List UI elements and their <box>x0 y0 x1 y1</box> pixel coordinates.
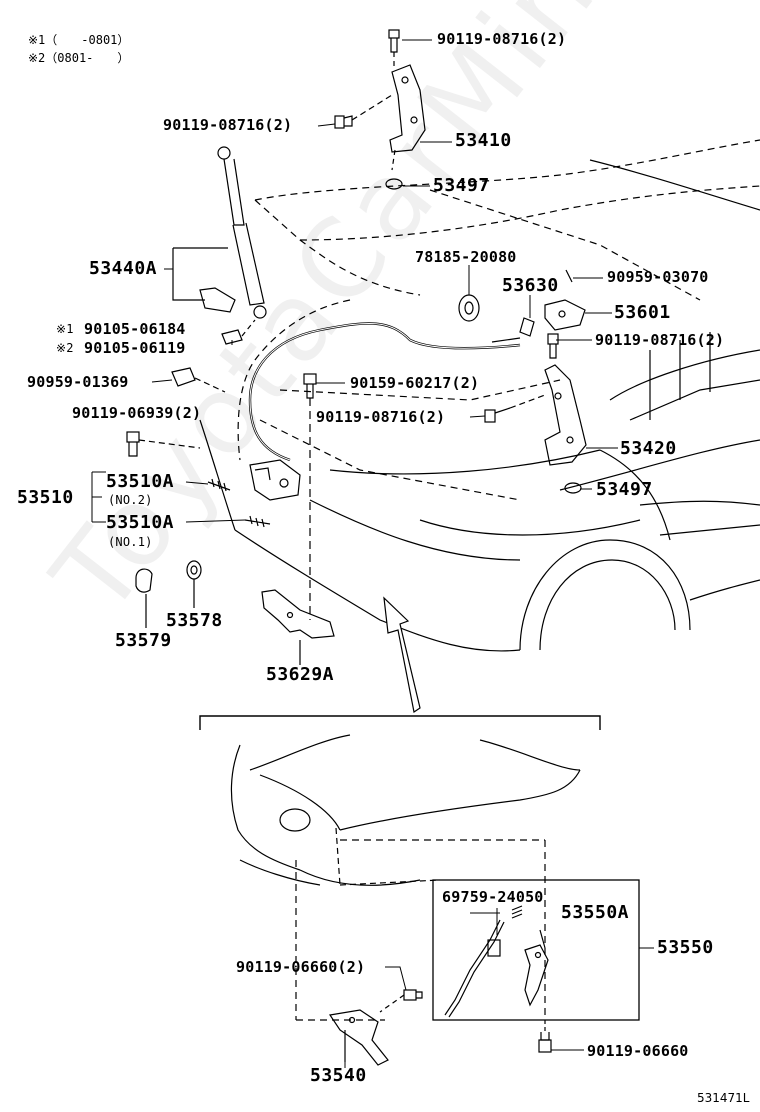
mark-2: ※2 <box>56 341 74 355</box>
hood-hinge-53420 <box>544 364 587 466</box>
grommet-53579 <box>135 568 153 593</box>
view-arrow <box>383 596 421 713</box>
label-69759-24050: 69759-24050 <box>442 888 544 906</box>
bolt-90105 <box>221 319 256 345</box>
cable-end-53630 <box>491 317 535 343</box>
figure-code: 531471L <box>697 1091 750 1105</box>
lock-53601 <box>544 299 586 331</box>
bracket-53540 <box>328 1009 389 1066</box>
label-53579: 53579 <box>115 630 172 651</box>
label-90119-08716-top: 90119-08716(2) <box>437 30 567 48</box>
bolt-90119-08716-left <box>334 94 393 129</box>
label-90105-06119: 90105-06119 <box>84 339 186 357</box>
note-2: ※2（0801- ） <box>28 51 130 65</box>
label-53510A-no1: 53510A <box>106 512 175 533</box>
bolt-90159-60217 <box>303 373 317 620</box>
label-53420: 53420 <box>620 438 677 459</box>
label-53629A: 53629A <box>266 664 335 685</box>
label-78185-20080: 78185-20080 <box>415 248 517 266</box>
label-90119-08716-mid: 90119-08716(2) <box>316 408 446 426</box>
label-90119-06660-2: 90119-06660(2) <box>236 958 366 976</box>
hood-hinge-53410 <box>389 64 426 171</box>
bracket-53629A <box>261 589 335 665</box>
washer-53497-mid <box>564 482 582 494</box>
label-90105-06184: 90105-06184 <box>84 320 186 338</box>
bolt-90119-08716-mid <box>484 394 546 423</box>
label-53510A-no1-note: (NO.1) <box>108 535 153 549</box>
washer-53497-top <box>385 178 403 190</box>
label-53440A: 53440A <box>89 258 158 279</box>
hood-support-53440A <box>172 146 267 319</box>
label-53540: 53540 <box>310 1065 367 1086</box>
bolt-90119-08716-right <box>547 333 559 359</box>
detail-car-outline <box>230 734 581 1021</box>
label-53510A-no2-note: (NO.2) <box>108 493 153 507</box>
label-90959-01369: 90959-01369 <box>27 373 129 391</box>
bolt-90119-06939 <box>126 431 201 457</box>
label-53601: 53601 <box>614 302 671 323</box>
label-53510A-no2: 53510A <box>106 471 175 492</box>
label-90119-06660: 90119-06660 <box>587 1042 689 1060</box>
label-53497-top: 53497 <box>433 175 490 196</box>
label-53510: 53510 <box>17 487 74 508</box>
hood-lock-control-53550 <box>444 905 549 1018</box>
label-53410: 53410 <box>455 130 512 151</box>
leader-lines <box>91 39 654 1068</box>
bolt-90119-06660 <box>538 1020 552 1053</box>
label-90959-03070: 90959-03070 <box>607 268 709 286</box>
label-53550: 53550 <box>657 937 714 958</box>
mark-1: ※1 <box>56 322 74 336</box>
label-53578: 53578 <box>166 610 223 631</box>
bolt-90119-06660-2 <box>379 989 423 1013</box>
detail-bracket-line <box>199 715 601 730</box>
bolt-90119-08716-top <box>388 29 400 53</box>
clamp-78185-20080 <box>458 294 480 322</box>
car-body-outline <box>199 139 760 652</box>
sub-assembly-box <box>432 879 640 1021</box>
label-53497-mid: 53497 <box>596 479 653 500</box>
label-90119-08716-right: 90119-08716(2) <box>595 331 725 349</box>
pin-90959-03070 <box>565 269 573 283</box>
label-90119-06939: 90119-06939(2) <box>72 404 202 422</box>
cushion-90959-01369 <box>171 367 226 393</box>
washer-53578 <box>145 560 202 628</box>
label-53630: 53630 <box>502 275 559 296</box>
label-90119-08716-left: 90119-08716(2) <box>163 116 293 134</box>
note-1: ※1（ -0801） <box>28 33 130 47</box>
label-90159-60217: 90159-60217(2) <box>350 374 480 392</box>
label-53550A: 53550A <box>561 902 630 923</box>
hood-lock-53510 <box>207 459 301 528</box>
